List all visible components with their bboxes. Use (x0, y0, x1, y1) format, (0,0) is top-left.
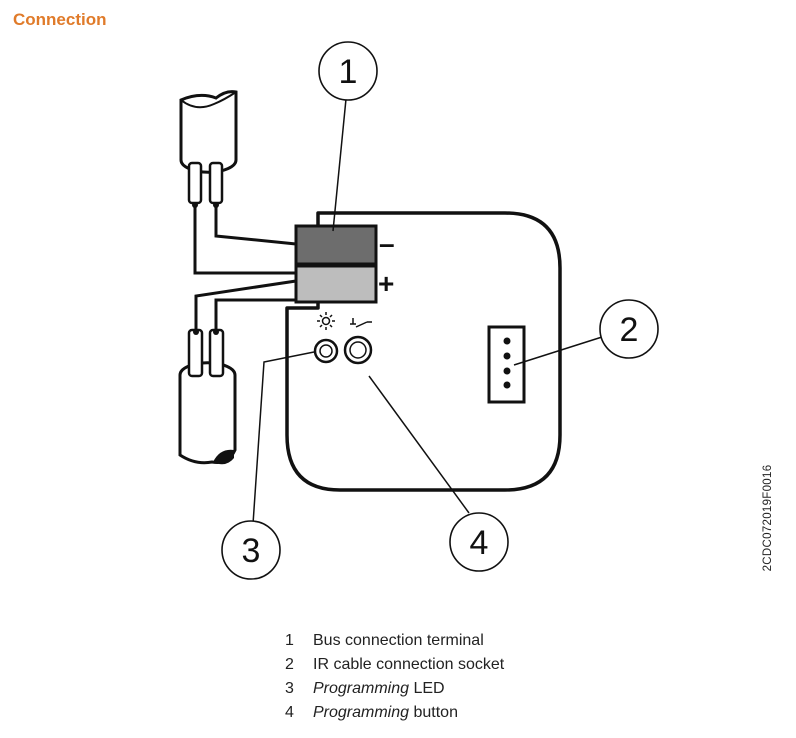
leader-3 (252, 351, 315, 525)
legend-text: IR cable connection socket (313, 656, 505, 673)
callout-2: 2 (599, 299, 659, 359)
callout-4: 4 (449, 512, 509, 572)
sun-icon (317, 312, 335, 330)
terminal-plus (294, 264, 378, 304)
legend-item: 3 Programming LED (285, 679, 504, 703)
callout-2-label: 2 (620, 311, 639, 349)
programming-button (343, 335, 373, 365)
legend-number: 3 (285, 680, 294, 697)
legend-number: 2 (285, 656, 294, 673)
wire-top-left (193, 205, 296, 275)
figure-code: 2CDC072019F0016 (762, 464, 774, 572)
legend-text: Bus connection terminal (313, 632, 484, 649)
callout-1-label: 1 (339, 53, 358, 91)
terminal-plus-sign: + (378, 268, 394, 299)
callout-3-label: 3 (242, 532, 261, 570)
section-heading: Connection (13, 10, 107, 29)
push-button-icon (350, 318, 372, 328)
leader-1 (332, 98, 347, 232)
legend-item: 2 IR cable connection socket (285, 655, 504, 679)
legend-italic: Programming (313, 680, 410, 697)
legend-text: LED (409, 680, 445, 697)
legend-item: 4 Programming button (285, 703, 504, 727)
callout-1: 1 (318, 41, 378, 101)
wire-bottom-left (194, 279, 297, 332)
wire-bottom-right (214, 298, 296, 332)
terminal-minus (294, 224, 378, 266)
cable-bottom (178, 328, 237, 465)
cable-top (179, 90, 238, 208)
terminal-minus-sign: – (379, 228, 395, 259)
callout-3: 3 (221, 520, 281, 580)
legend: 1 Bus connection terminal 2 IR cable conne… (285, 631, 504, 727)
wire-top-right (214, 205, 297, 246)
callout-4-label: 4 (470, 524, 489, 562)
legend-number: 4 (285, 704, 294, 721)
leader-2 (513, 336, 603, 366)
legend-italic: Programming (313, 704, 410, 721)
ir-socket (487, 325, 526, 404)
leader-4 (368, 375, 470, 514)
legend-number: 1 (285, 632, 294, 649)
legend-item: 1 Bus connection terminal (285, 631, 504, 655)
legend-text: button (409, 704, 458, 721)
programming-led (313, 338, 339, 364)
